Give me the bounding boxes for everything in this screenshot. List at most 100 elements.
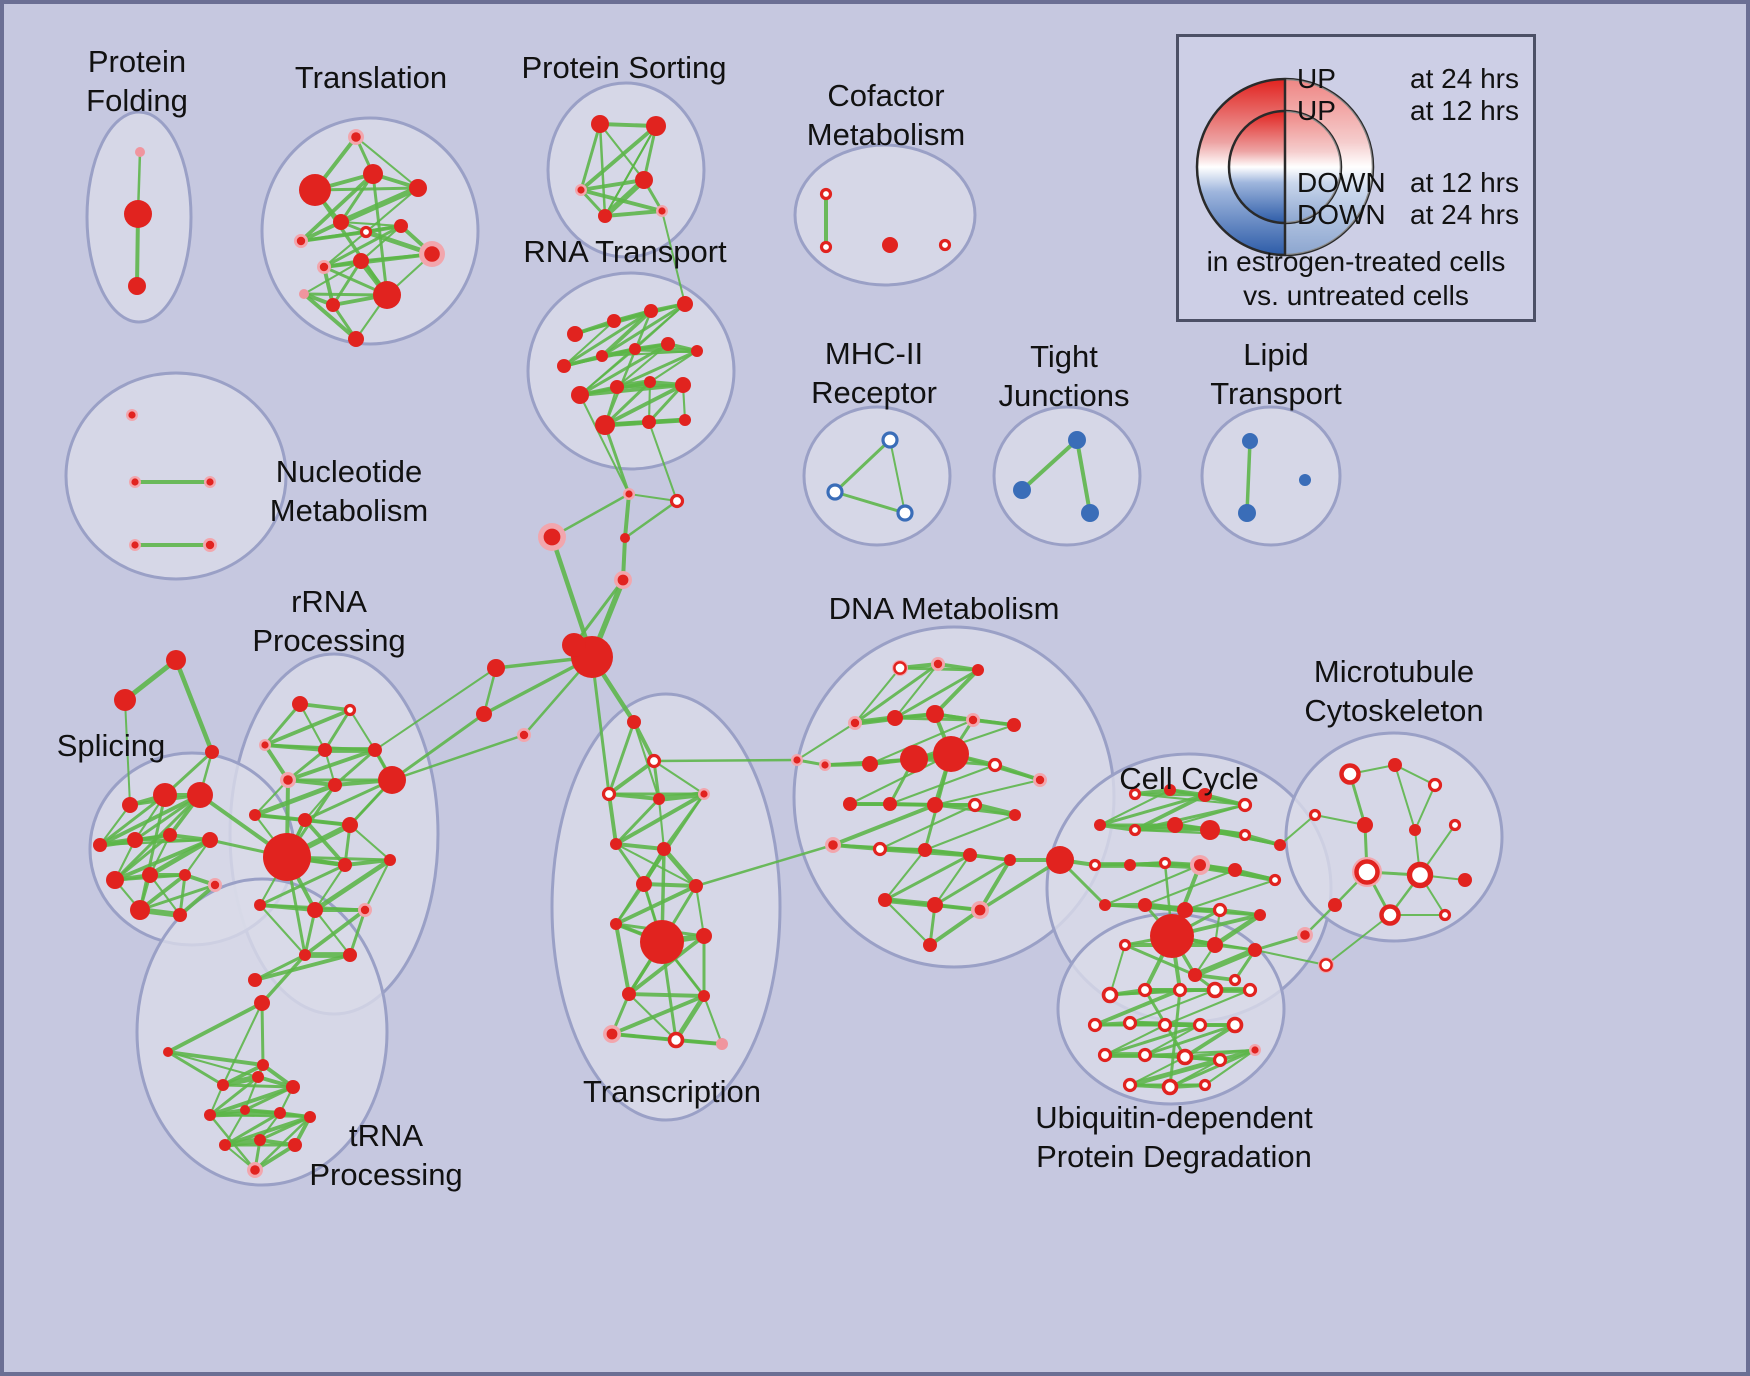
edge: [607, 759, 656, 796]
edge: [632, 720, 661, 801]
node-shape: [1176, 1048, 1194, 1066]
node-sp8: [142, 867, 158, 883]
edge: [549, 534, 595, 660]
node-md0: [487, 659, 505, 677]
node-shape: [646, 116, 666, 136]
legend-down24-time: at 24 hrs: [1410, 199, 1519, 230]
node-sp1: [153, 783, 177, 807]
node-cc18: [1177, 902, 1193, 918]
node-cc11: [1124, 859, 1136, 871]
edge: [1127, 1057, 1223, 1088]
node-shape: [1458, 873, 1472, 887]
edge: [124, 699, 131, 806]
node-cc25: [1188, 968, 1202, 982]
edge: [868, 718, 975, 766]
edge: [221, 1083, 295, 1089]
node-rr4: [368, 743, 382, 757]
node-shape: [353, 253, 369, 269]
node-lt1: [1238, 504, 1256, 522]
node-shape: [1299, 474, 1311, 486]
edge: [303, 908, 367, 957]
node-shape: [622, 987, 636, 1001]
node-shape: [1406, 861, 1434, 889]
node-sp12: [208, 878, 222, 892]
node-shape: [274, 1107, 286, 1119]
node-shape: [206, 478, 214, 486]
edge: [603, 209, 664, 218]
node-ps1: [646, 116, 666, 136]
node-rr3: [318, 743, 332, 757]
node-tn5: [286, 1080, 300, 1094]
node-shape: [850, 718, 860, 728]
node-shape: [1198, 788, 1212, 802]
edge: [253, 778, 290, 817]
edge: [166, 1050, 265, 1067]
node-shape: [667, 1031, 685, 1049]
node-shape: [691, 345, 703, 357]
node-shape: [571, 386, 589, 404]
node-ub0: [1101, 986, 1119, 1004]
label-protein-sorting: Protein Sorting: [521, 50, 727, 85]
edge: [354, 135, 420, 190]
node-shape: [923, 938, 937, 952]
node-tn8: [274, 1107, 286, 1119]
edge: [833, 490, 907, 515]
node-ub3: [1206, 981, 1224, 999]
node-tx10: [640, 920, 684, 964]
node-tx4: [698, 788, 710, 800]
edge: [562, 309, 653, 368]
node-shape: [261, 741, 269, 749]
edge: [648, 421, 678, 502]
node-shape: [819, 187, 833, 201]
node-mt4: [1357, 817, 1373, 833]
edge: [1163, 988, 1252, 1027]
node-shape: [1339, 763, 1361, 785]
edge: [572, 578, 625, 647]
node-shape: [1099, 899, 1111, 911]
node-shape: [896, 504, 914, 522]
node-sp9: [179, 869, 191, 881]
node-rr6: [328, 778, 342, 792]
node-ub7: [1157, 1017, 1173, 1033]
node-shape: [987, 757, 1003, 773]
edge: [148, 873, 182, 917]
label-ubiquitin-degradation: Ubiquitin-dependent Protein Degradation: [1035, 1100, 1313, 1174]
node-tr4: [333, 214, 349, 230]
node-shape: [629, 343, 641, 355]
node-shape: [968, 715, 978, 725]
legend-row-down-12: DOWN at 12 hrs: [1297, 167, 1519, 199]
node-shape: [1007, 718, 1021, 732]
node-lt0: [1242, 433, 1258, 449]
edge: [1414, 784, 1436, 831]
node-tr13: [299, 289, 309, 299]
node-shape: [1124, 859, 1136, 871]
label-tight-junctions: Tight Junctions: [998, 339, 1130, 413]
node-shape: [669, 493, 685, 509]
node-md2: [517, 728, 531, 742]
node-shape: [205, 540, 215, 550]
node-ch4: [614, 571, 632, 589]
node-shape: [887, 710, 903, 726]
node-cc6: [1167, 817, 1183, 833]
node-shape: [249, 809, 261, 821]
edge: [1103, 863, 1202, 907]
node-shape: [1161, 1078, 1179, 1096]
edge: [322, 230, 368, 269]
node-cc17: [1138, 898, 1152, 912]
node-tr2: [363, 164, 383, 184]
node-shape: [642, 415, 656, 429]
edge: [657, 797, 666, 851]
node-tx8: [689, 879, 703, 893]
node-shape: [1009, 809, 1021, 821]
edge: [221, 1001, 264, 1087]
edge: [610, 1032, 678, 1042]
edge: [348, 823, 392, 862]
node-rt10: [610, 380, 624, 394]
cluster-ellipse-cofactor-metabolism: [793, 143, 977, 287]
node-shape: [883, 797, 897, 811]
node-tx3: [653, 793, 665, 805]
node-shape: [343, 948, 357, 962]
edge: [853, 662, 940, 725]
node-shape: [657, 842, 671, 856]
